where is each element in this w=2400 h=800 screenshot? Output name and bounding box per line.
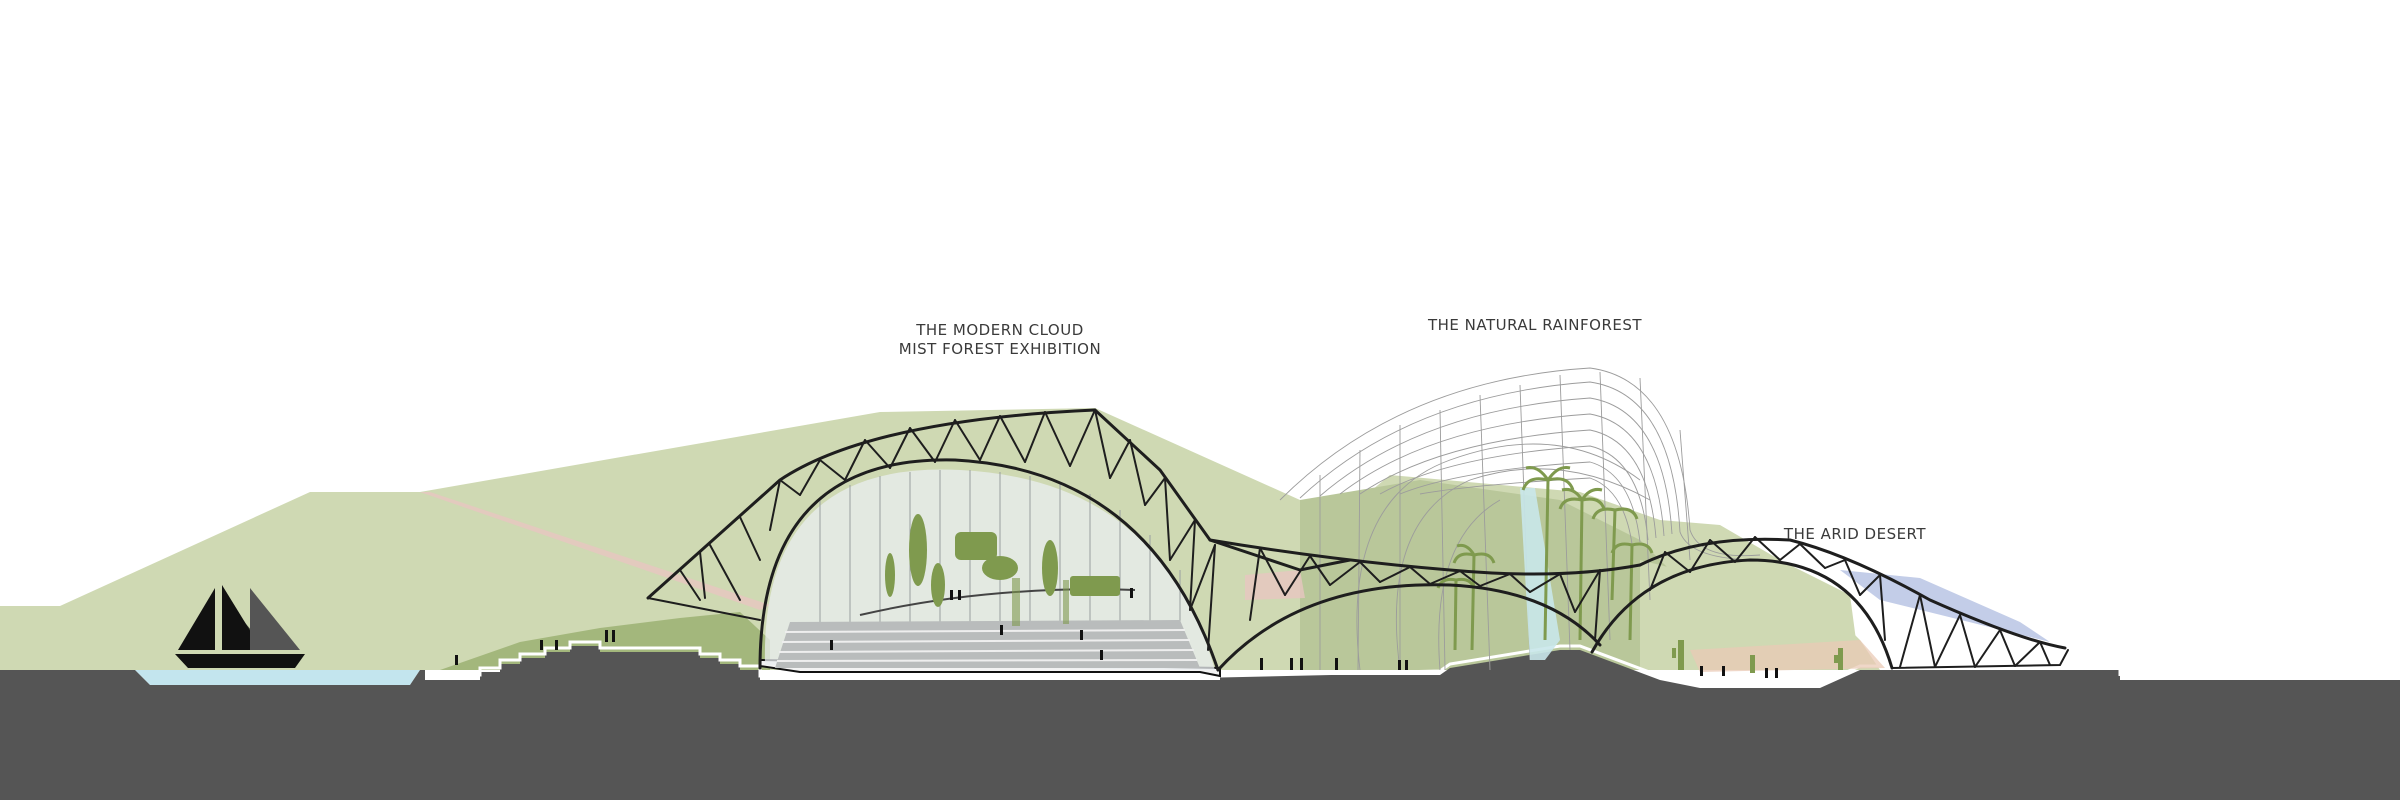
cloud-forest-label: THE MODERN CLOUD MIST FOREST EXHIBITION <box>850 321 1150 359</box>
cloud-forest-label-line1: THE MODERN CLOUD <box>916 321 1084 339</box>
connector-lacing <box>1249 547 1601 641</box>
desert-sand <box>1690 640 1885 672</box>
cloud-arch-chord <box>647 597 761 621</box>
cloud-forest-label-line2: MIST FOREST EXHIBITION <box>898 340 1102 358</box>
person-silhouette-icon <box>455 588 1778 678</box>
ground-edge-line <box>425 640 2122 686</box>
desert-lacing <box>1649 536 2051 668</box>
seating-rows <box>776 629 1198 662</box>
cloud-forest-dome <box>764 469 1215 670</box>
desert-bottom-chord <box>1891 649 2069 669</box>
palm-tree-icon <box>1436 466 1654 651</box>
water-basin <box>135 670 420 685</box>
footpath <box>420 492 770 610</box>
sailboat-icon <box>175 585 305 668</box>
cloud-forest-plants <box>885 514 1120 626</box>
ground-section <box>0 646 2400 800</box>
pink-lodge <box>1245 570 1305 600</box>
connector-bottom-chord <box>1216 583 1602 672</box>
rainforest-label: THE NATURAL RAINFOREST <box>1427 316 1643 334</box>
rainforest-slope <box>1300 480 1690 670</box>
truss-structure <box>646 408 2069 672</box>
desert-label: THE ARID DESERT <box>1783 525 1927 543</box>
desert-arch-outer <box>1638 537 2067 650</box>
water-and-boat <box>135 585 420 685</box>
cloud-arch-inner <box>758 458 1220 672</box>
cloud-arch-lacing <box>679 409 1216 651</box>
connector-top-chord <box>1208 538 1642 576</box>
cactus-icon <box>1672 640 1843 673</box>
desert-arch-inner <box>1590 558 1894 670</box>
